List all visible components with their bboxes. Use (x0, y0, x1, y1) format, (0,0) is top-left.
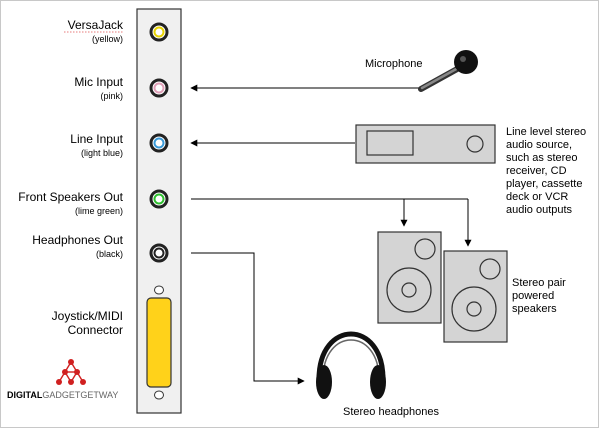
line-source-line: deck or VCR (506, 191, 568, 203)
logo-text-strong: DIGITAL (7, 390, 43, 400)
port-mic-input: Mic Input (pink) (74, 75, 169, 101)
port-color-label: (yellow) (92, 34, 123, 44)
joystick-midi-connector: Joystick/MIDI Connector (52, 285, 172, 400)
port-versajack: VersaJack (yellow) (64, 18, 169, 44)
logo-text: DIGITALGADGETGETWAY (7, 390, 118, 400)
port-front-speakers-out: Front Speakers Out (lime green) (18, 189, 169, 216)
line-source-line: player, cassette (506, 178, 582, 190)
port-label: Mic Input (74, 75, 123, 89)
line-source-line: audio outputs (506, 204, 573, 216)
jack-socket-ring (153, 26, 165, 38)
jack-socket-outer (149, 78, 169, 98)
microphone-label: Microphone (365, 58, 422, 70)
jack-socket-outer (149, 22, 169, 42)
digitalgadget-logo: DIGITALGADGETGETWAY (7, 359, 118, 400)
port-color-label: (light blue) (81, 148, 123, 158)
screw-hole-top (154, 285, 164, 295)
line-source-line: audio source, (506, 139, 572, 151)
jack-socket-ring (153, 137, 165, 149)
line-source-line: receiver, CD (506, 165, 567, 177)
port-label: VersaJack (68, 18, 124, 32)
jack-socket-ring (153, 193, 165, 205)
port-line-input: Line Input (light blue) (70, 132, 169, 158)
joystick-label-line1: Joystick/MIDI (52, 309, 123, 323)
screw-hole-bottom (154, 390, 164, 400)
port-label: Line Input (70, 132, 123, 146)
jack-socket-ring (153, 247, 165, 259)
jack-socket-outer (149, 133, 169, 153)
joystick-label-line2: Connector (68, 323, 123, 337)
port-headphones-out: Headphones Out (black) (32, 233, 169, 263)
speakers-line: Stereo pair (512, 277, 566, 289)
audio-receiver-icon (355, 124, 496, 164)
jack-socket-outer (149, 189, 169, 209)
port-label: Front Speakers Out (18, 190, 123, 204)
port-color-label: (black) (96, 249, 123, 259)
jack-socket-ring (153, 82, 165, 94)
headphones-connection-arrow (191, 252, 305, 385)
speakers-description: Stereo pair powered speakers (512, 277, 566, 315)
jack-socket-outer (149, 243, 169, 263)
headphones-label: Stereo headphones (343, 406, 440, 418)
logo-text-rest: GADGETGETWAY (42, 390, 118, 400)
port-label: Headphones Out (32, 233, 123, 247)
speaker-left-icon (377, 231, 442, 324)
microphone-icon (418, 50, 478, 92)
speaker-right-icon (443, 250, 508, 343)
port-color-label: (lime green) (75, 206, 123, 216)
speakers-line: powered (512, 290, 554, 302)
speakers-line: speakers (512, 303, 557, 315)
line-source-line: Line level stereo (506, 126, 586, 138)
line-source-description: Line level stereo audio source, such as … (506, 126, 586, 216)
joystick-port (146, 297, 172, 388)
port-color-label: (pink) (100, 91, 123, 101)
line-source-line: such as stereo (506, 152, 578, 164)
headphones-icon (316, 331, 386, 399)
